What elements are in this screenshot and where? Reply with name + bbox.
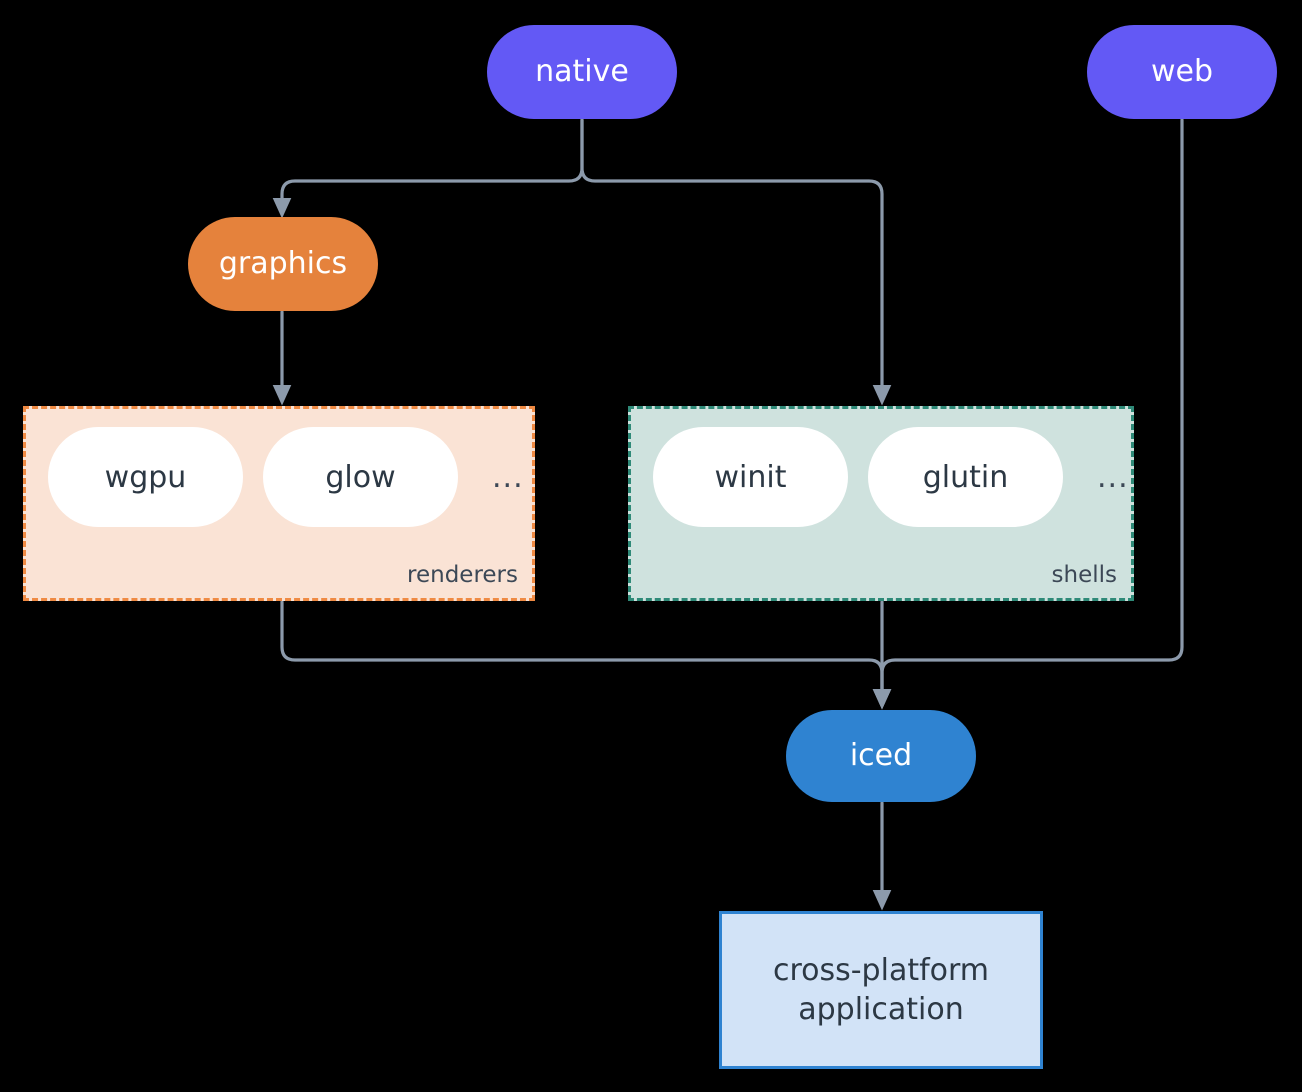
node-cross-platform-application[interactable]: cross-platform application bbox=[719, 911, 1043, 1069]
application-label-line1: cross-platform bbox=[772, 952, 990, 988]
node-native[interactable]: native bbox=[487, 25, 677, 119]
renderers-chip-row: wgpu glow ... bbox=[48, 427, 524, 527]
node-iced-label: iced bbox=[849, 738, 913, 774]
node-web[interactable]: web bbox=[1087, 25, 1277, 119]
node-native-label: native bbox=[535, 54, 629, 90]
group-shells: winit glutin ... shells bbox=[628, 406, 1134, 601]
shells-ellipsis: ... bbox=[1097, 459, 1129, 495]
group-shells-label: shells bbox=[1051, 562, 1117, 588]
chip-wgpu[interactable]: wgpu bbox=[48, 427, 243, 527]
group-renderers: wgpu glow ... renderers bbox=[23, 406, 535, 601]
node-web-label: web bbox=[1150, 54, 1214, 90]
chip-glow[interactable]: glow bbox=[263, 427, 458, 527]
chip-wgpu-label: wgpu bbox=[104, 459, 187, 495]
node-graphics[interactable]: graphics bbox=[188, 217, 378, 311]
application-label-line2: application bbox=[798, 992, 964, 1027]
chip-winit-label: winit bbox=[714, 459, 787, 495]
chip-glow-label: glow bbox=[325, 459, 396, 495]
edge-native-shells bbox=[580, 118, 892, 406]
node-iced[interactable]: iced bbox=[786, 710, 976, 802]
chip-glutin-label: glutin bbox=[922, 459, 1009, 495]
shells-chip-row: winit glutin ... bbox=[653, 427, 1129, 527]
edge-native-graphics bbox=[272, 118, 584, 219]
group-renderers-label: renderers bbox=[407, 562, 518, 588]
renderers-ellipsis: ... bbox=[492, 459, 524, 495]
chip-glutin[interactable]: glutin bbox=[868, 427, 1063, 527]
node-graphics-label: graphics bbox=[218, 246, 348, 282]
edge-renderers-iced bbox=[280, 600, 892, 710]
chip-winit[interactable]: winit bbox=[653, 427, 848, 527]
